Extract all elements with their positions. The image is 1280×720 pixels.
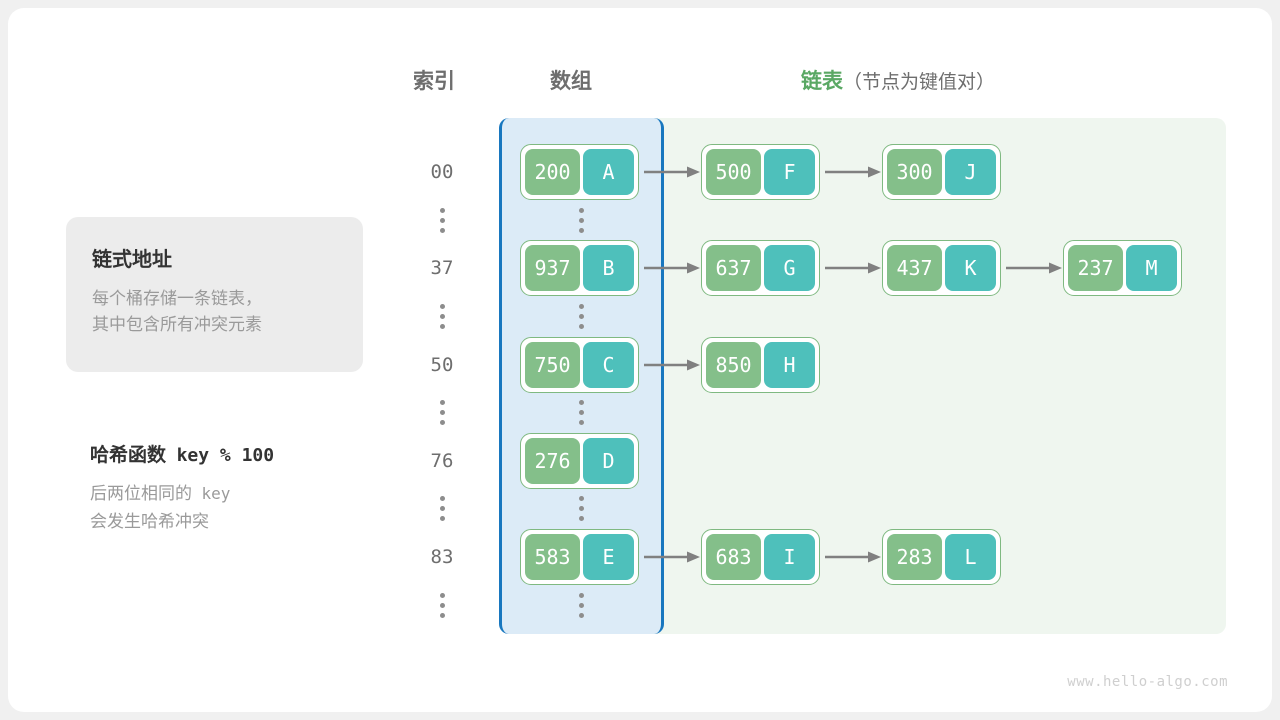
node-key: 637: [706, 245, 761, 291]
node-value: C: [583, 342, 634, 388]
next-pointer-arrow-icon: [644, 240, 700, 296]
note-card-line-2: 其中包含所有冲突元素: [92, 315, 262, 335]
header-linked-list: 链表（节点为键值对）: [801, 65, 995, 95]
index-ellipsis-icon: [435, 593, 449, 618]
index-ellipsis-icon: [435, 208, 449, 233]
node-key: 683: [706, 534, 761, 580]
note-hash-title-label: 哈希函数: [90, 445, 167, 466]
node-value: I: [764, 534, 815, 580]
node-value: H: [764, 342, 815, 388]
next-pointer-arrow-icon: [644, 144, 700, 200]
index-ellipsis-icon: [435, 400, 449, 425]
node-key: 237: [1068, 245, 1123, 291]
next-pointer-arrow-icon: [825, 529, 881, 585]
next-pointer-arrow-icon: [644, 337, 700, 393]
next-pointer-arrow-icon: [1006, 240, 1062, 296]
array-ellipsis-icon: [574, 208, 588, 233]
node-value: L: [945, 534, 996, 580]
header-linked-list-sub: （节点为键值对）: [843, 72, 996, 93]
note-hash-line-2: 会发生哈希冲突: [90, 511, 209, 531]
note-hash-line-1-code: key: [201, 484, 231, 503]
header-linked-list-main: 链表: [801, 70, 843, 93]
node-key: 283: [887, 534, 942, 580]
node-value: J: [945, 149, 996, 195]
note-hash-title: 哈希函数 key % 100: [90, 440, 390, 467]
header-array: 数组: [550, 70, 592, 93]
node-value: D: [583, 438, 634, 484]
index-ellipsis-icon: [435, 304, 449, 329]
header-index: 索引: [413, 70, 455, 93]
node-value: B: [583, 245, 634, 291]
note-hash-function: 哈希函数 key % 100 后两位相同的 key 会发生哈希冲突: [90, 440, 390, 535]
note-card-chaining: 链式地址 每个桶存储一条链表， 其中包含所有冲突元素: [66, 217, 363, 372]
node-key: 937: [525, 245, 580, 291]
note-card-title: 链式地址: [92, 249, 172, 271]
diagram-card: 索引 数组 链表（节点为键值对） 链式地址 每个桶存储一条链表， 其中包含所有冲…: [8, 8, 1272, 712]
note-hash-line-1-label: 后两位相同的: [90, 484, 192, 503]
node-key: 750: [525, 342, 580, 388]
index-ellipsis-icon: [435, 496, 449, 521]
array-ellipsis-icon: [574, 593, 588, 618]
node-key: 850: [706, 342, 761, 388]
next-pointer-arrow-icon: [825, 144, 881, 200]
note-card-line-1: 每个桶存储一条链表，: [92, 289, 262, 308]
index-label: 37: [430, 257, 454, 279]
node-key: 583: [525, 534, 580, 580]
node-key: 437: [887, 245, 942, 291]
node-value: K: [945, 245, 996, 291]
array-ellipsis-icon: [574, 496, 588, 521]
node-key: 200: [525, 149, 580, 195]
next-pointer-arrow-icon: [825, 240, 881, 296]
node-key: 300: [887, 149, 942, 195]
node-value: M: [1126, 245, 1177, 291]
node-value: A: [583, 149, 634, 195]
array-ellipsis-icon: [574, 400, 588, 425]
index-label: 76: [430, 450, 454, 472]
array-ellipsis-icon: [574, 304, 588, 329]
node-value: G: [764, 245, 815, 291]
node-key: 276: [525, 438, 580, 484]
note-hash-line-1: 后两位相同的 key: [90, 480, 390, 508]
watermark: www.hello-algo.com: [1067, 674, 1228, 690]
node-value: E: [583, 534, 634, 580]
node-key: 500: [706, 149, 761, 195]
next-pointer-arrow-icon: [644, 529, 700, 585]
node-value: F: [764, 149, 815, 195]
index-label: 50: [430, 354, 454, 376]
note-hash-title-code: key % 100: [176, 445, 275, 466]
index-label: 00: [430, 161, 454, 183]
index-label: 83: [430, 546, 454, 568]
